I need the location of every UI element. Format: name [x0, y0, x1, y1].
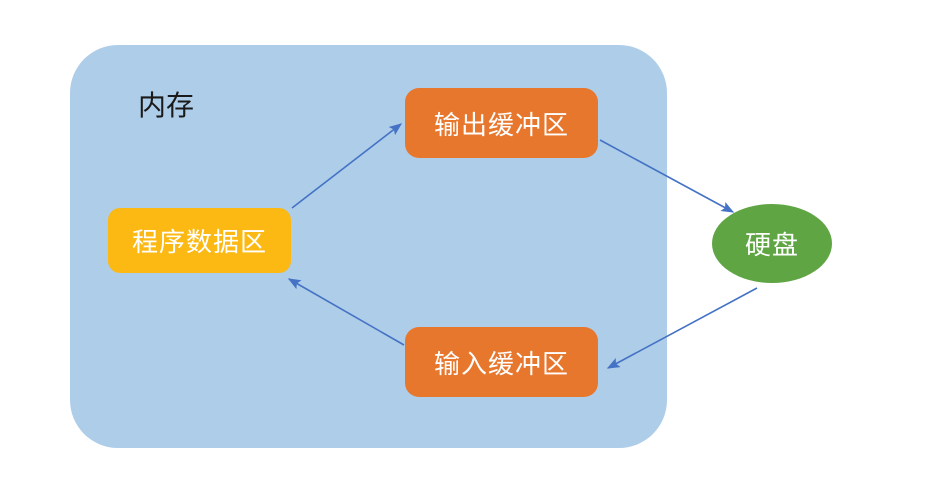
node-disk[interactable]: 硬盘 — [712, 204, 832, 283]
node-output-buffer[interactable]: 输出缓冲区 — [405, 88, 598, 158]
node-input-buffer[interactable]: 输入缓冲区 — [405, 327, 598, 397]
node-program-data[interactable]: 程序数据区 — [108, 208, 291, 273]
node-output-buffer-label: 输出缓冲区 — [433, 109, 569, 140]
node-input-buffer-label: 输入缓冲区 — [433, 348, 569, 379]
node-program-data-label: 程序数据区 — [131, 227, 267, 257]
memory-label: 内存 — [138, 90, 195, 121]
node-disk-label: 硬盘 — [744, 230, 799, 260]
